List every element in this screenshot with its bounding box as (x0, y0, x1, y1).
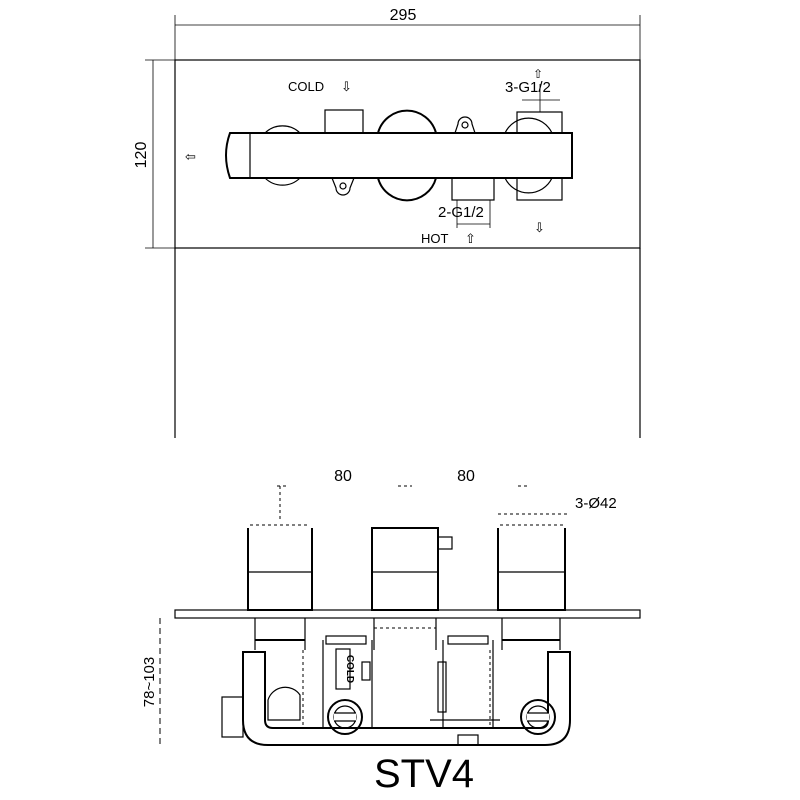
handle-right (497, 524, 566, 611)
handle-left (247, 524, 313, 611)
cold-arrow-icon: ⇩ (341, 79, 352, 94)
cover-plate-side (174, 609, 641, 619)
cold-tag: COLD (335, 648, 355, 690)
spacing-left-label: 80 (334, 468, 352, 485)
valve-body-front (221, 635, 571, 746)
valve-body-top (225, 109, 573, 202)
hole-spec-label: 3-Ø42 (575, 495, 617, 512)
port-right (520, 699, 556, 735)
cold-label: COLD (288, 79, 324, 94)
front-view: 80 80 3-Ø42 78~103 (141, 468, 641, 746)
cover-plate-outline (174, 59, 641, 249)
hot-arrow-icon: ⇧ (465, 231, 476, 246)
height-dimension: 120 (133, 59, 175, 249)
depth-dimension: 78~103 (141, 618, 161, 745)
inlet-spec-label: 2-G1/2 (438, 204, 484, 221)
top-view: 295 120 (133, 7, 641, 438)
height-label: 120 (133, 142, 150, 169)
outlet-left-arrow-icon: ⇦ (185, 149, 196, 164)
handle-center (371, 527, 453, 611)
port-left (327, 699, 363, 735)
depth-label: 78~103 (141, 657, 158, 707)
width-dimension: 295 (174, 7, 641, 60)
outlet-spec-label: 3-G1/2 (505, 79, 551, 96)
width-label: 295 (390, 7, 417, 24)
outlet-down-arrow-icon: ⇩ (534, 220, 545, 235)
cold-tag-label: COLD (344, 655, 355, 683)
outlet-up-arrow-icon: ⇧ (533, 67, 543, 81)
hot-label: HOT (421, 231, 449, 246)
spacing-right-label: 80 (457, 468, 475, 485)
model-title: STV4 (374, 752, 474, 796)
